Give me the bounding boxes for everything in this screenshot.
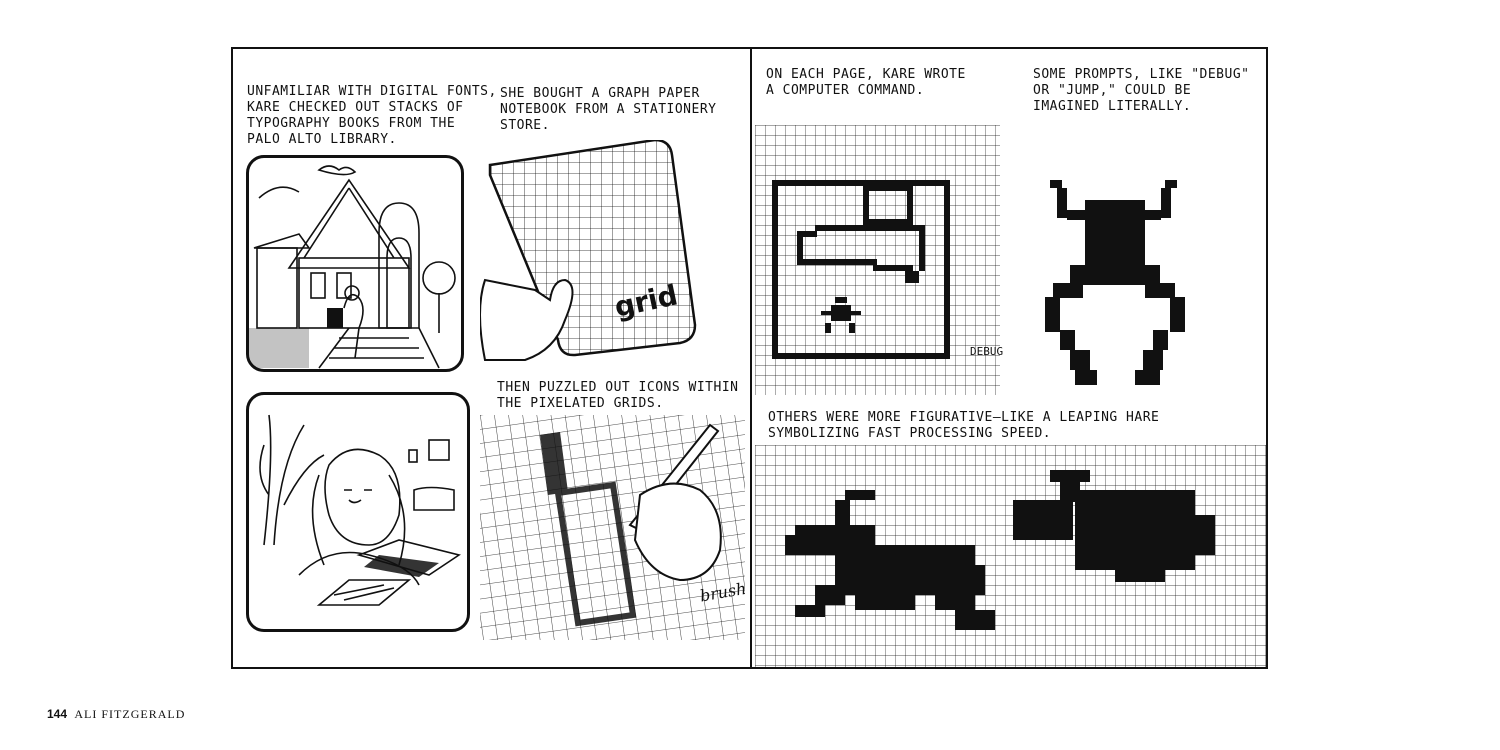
- caption-library: UNFAMILIAR WITH DIGITAL FONTS, KARE CHEC…: [247, 84, 497, 147]
- page-gutter: [750, 47, 752, 669]
- comic-page-frame: [231, 47, 1268, 669]
- author-name: ALI FITZGERALD: [74, 707, 186, 721]
- debug-label: DEBUG: [970, 345, 1003, 358]
- woman-drawing-panel: [246, 392, 470, 632]
- page-footer: 144 ALI FITZGERALD: [47, 707, 185, 722]
- leaping-hare-icon: [785, 490, 995, 630]
- caption-figurative: OTHERS WERE MORE FIGURATIVE—LIKE A LEAPI…: [768, 410, 1160, 441]
- caption-command: ON EACH PAGE, KARE WROTE A COMPUTER COMM…: [766, 67, 966, 98]
- resting-hare-icon: [1013, 470, 1215, 582]
- pixel-grid-sketch-panel: brush: [480, 415, 745, 640]
- caption-icons: THEN PUZZLED OUT ICONS WITHIN THE PIXELA…: [497, 380, 739, 411]
- debug-icon-panel: DEBUG: [755, 125, 1020, 395]
- caption-notebook: SHE BOUGHT A GRAPH PAPER NOTEBOOK FROM A…: [500, 86, 717, 133]
- page-number: 144: [47, 707, 68, 721]
- library-panel: [246, 155, 464, 372]
- caption-prompts: SOME PROMPTS, LIKE "DEBUG" OR "JUMP," CO…: [1033, 67, 1250, 114]
- notebook-panel: grid: [480, 140, 720, 370]
- hares-grid-panel: [755, 445, 1268, 667]
- jump-frog-panel: [1035, 175, 1195, 395]
